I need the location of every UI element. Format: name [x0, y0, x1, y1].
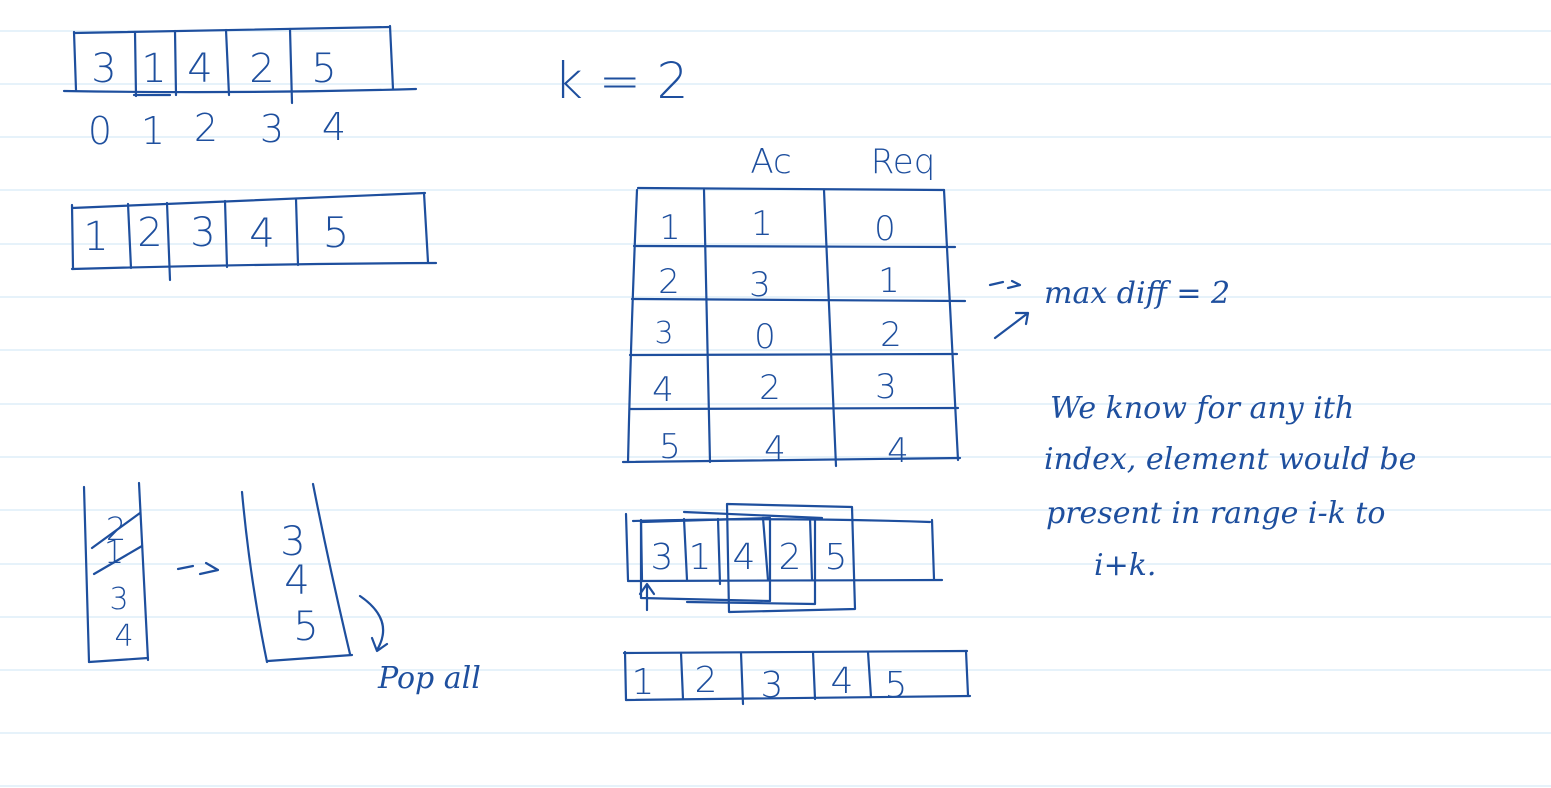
table-cell: 2 — [759, 368, 781, 408]
stack-item: 3 — [280, 519, 305, 565]
table-cell: 4 — [887, 431, 909, 471]
table-cell: 2 — [880, 315, 902, 355]
table-cell: 2 — [658, 262, 680, 302]
stack-item: 5 — [293, 604, 318, 650]
index-label: 2 — [194, 106, 218, 150]
array-cell: 5 — [885, 665, 908, 706]
table-cell: 1 — [659, 208, 681, 248]
array-cell: 2 — [695, 660, 718, 701]
original-array: 3 1 4 2 5 — [62, 24, 418, 105]
stack-after: 3 4 5 Pop all — [240, 482, 481, 696]
index-label: 1 — [141, 109, 165, 153]
array-cell: 3 — [190, 210, 215, 256]
array-cell: 4 — [187, 46, 212, 92]
transition-arrow-icon — [176, 561, 220, 576]
table-cell: 3 — [749, 265, 771, 305]
stack-item-crossed: 2 — [106, 510, 126, 548]
table-header-ac: Ac — [750, 142, 791, 182]
table-cell: 0 — [754, 317, 776, 357]
array-cell: 1 — [632, 662, 655, 703]
observation-note: We know for any ith index, element would… — [1044, 391, 1416, 583]
stack-item: 4 — [114, 619, 133, 654]
array-cell: 4 — [733, 537, 756, 578]
array-cell: 5 — [825, 537, 848, 578]
pop-arrow-icon — [358, 594, 389, 653]
note-line: index, element would be — [1044, 442, 1416, 477]
max-diff-label: max diff = 2 — [1044, 276, 1230, 311]
array-cell: 5 — [323, 208, 350, 257]
table-cell: 1 — [751, 204, 773, 244]
stack-before: 2 1 3 4 — [82, 481, 150, 664]
array-cell: 5 — [311, 46, 336, 92]
table-cell: 0 — [874, 209, 896, 249]
array-cell: 3 — [651, 537, 674, 578]
table-cell: 1 — [878, 261, 900, 301]
window-array: 3 1 4 2 5 — [624, 502, 944, 614]
max-diff-annotation: max diff = 2 — [988, 276, 1230, 340]
ac-req-table: Ac Req 1 1 0 2 3 1 3 0 2 4 2 3 5 4 4 — [621, 142, 967, 471]
index-label: 4 — [322, 105, 346, 149]
stack-item-crossed: 1 — [104, 533, 124, 571]
array-cell: 4 — [249, 211, 274, 257]
table-cell: 3 — [654, 316, 673, 351]
original-indices: 0 1 2 3 4 — [88, 105, 346, 153]
array-cell: 2 — [249, 46, 274, 92]
array-cell: 4 — [831, 661, 854, 702]
stack-item: 3 — [109, 582, 128, 617]
stack-item: 4 — [284, 558, 309, 604]
sorted-array: 1 2 3 4 5 — [70, 191, 438, 282]
pop-all-label: Pop all — [377, 661, 481, 696]
array-cell: 2 — [779, 537, 802, 578]
table-header-req: Req — [871, 142, 936, 182]
table-cell: 5 — [659, 427, 681, 467]
note-line: present in range i-k to — [1046, 496, 1385, 531]
sorted-array-bottom: 1 2 3 4 5 — [622, 649, 972, 706]
array-cell: 1 — [141, 46, 166, 92]
array-cell: 3 — [761, 665, 784, 706]
note-line: i+k. — [1094, 548, 1156, 583]
note-line: We know for any ith — [1050, 391, 1354, 426]
index-label: 0 — [88, 109, 112, 153]
array-cell: 1 — [689, 537, 712, 578]
table-cell: 4 — [652, 370, 674, 410]
array-cell: 1 — [83, 214, 108, 260]
table-cell: 4 — [764, 429, 786, 469]
array-cell: 3 — [91, 46, 116, 92]
index-label: 3 — [260, 107, 284, 151]
k-label: k = 2 — [554, 52, 688, 110]
table-cell: 3 — [875, 367, 897, 407]
array-cell: 2 — [137, 210, 162, 256]
